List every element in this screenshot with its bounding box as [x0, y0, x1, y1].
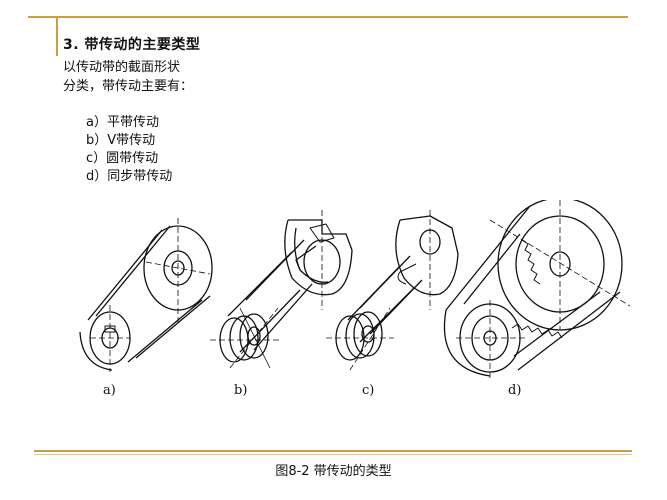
- belt-type-a: a）平带传动: [86, 115, 159, 130]
- top-rule: [28, 16, 628, 18]
- figure-label-b: b): [234, 383, 248, 398]
- figure-label-d: d): [508, 383, 522, 398]
- intro-text: 以传动带的截面形状 分类，带传动主要有：: [63, 58, 193, 96]
- belt-drive-figure: [60, 200, 630, 410]
- belt-type-c: c）圆带传动: [86, 151, 159, 166]
- figure-label-a: a): [103, 383, 116, 398]
- belt-type-b: b）V带传动: [86, 133, 156, 148]
- left-rule: [56, 18, 58, 56]
- synchronous-belt-drawing: [443, 200, 630, 378]
- bottom-rule: [34, 450, 632, 452]
- bottom-rule-thin: [34, 454, 632, 455]
- figure-label-c: c): [362, 383, 375, 398]
- flat-belt-drawing: [79, 218, 213, 372]
- section-heading: 3. 带传动的主要类型: [63, 37, 201, 53]
- belt-type-d: d）同步带传动: [86, 169, 173, 184]
- intro-line-1: 以传动带的截面形状: [63, 60, 181, 75]
- v-belt-drawing: [210, 210, 353, 369]
- round-belt-drawing: [326, 210, 459, 371]
- belt-type-list: a）平带传动 b）V带传动 c）圆带传动 d）同步带传动: [86, 114, 172, 186]
- figure-caption: 图8-2 带传动的类型: [275, 464, 392, 479]
- intro-line-2: 分类，带传动主要有：: [63, 79, 194, 94]
